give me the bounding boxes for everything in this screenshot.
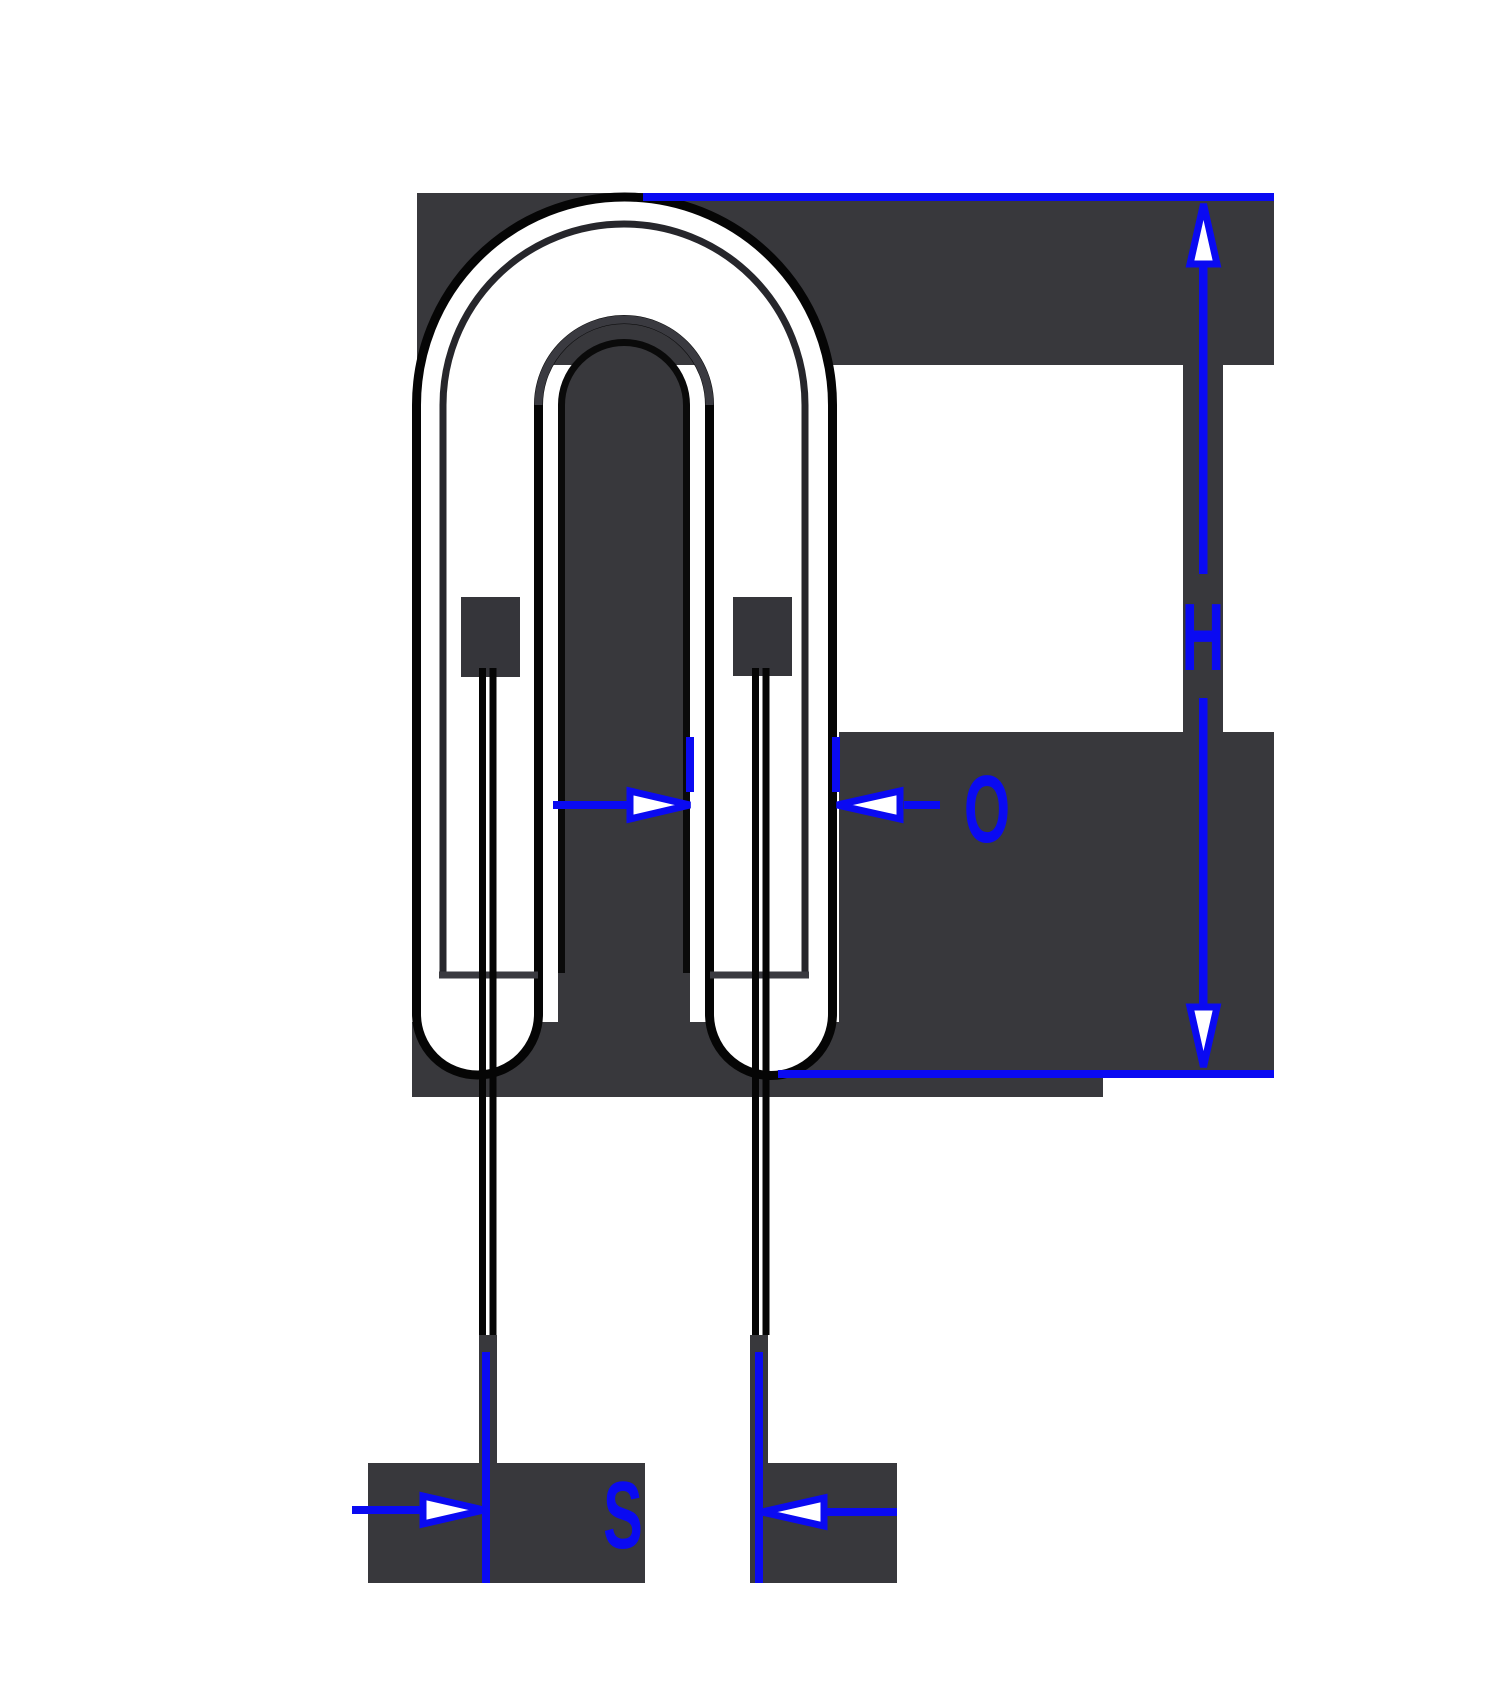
height-line-upper [1199, 262, 1208, 574]
tube-bore-shading [439, 220, 809, 973]
height-extension-top [643, 193, 1274, 201]
spacing-shaft-right [826, 1508, 897, 1516]
arrowhead-down-icon [1185, 1003, 1222, 1068]
tube-outline [412, 192, 837, 1080]
arrowhead-left-icon [836, 786, 904, 824]
dimension-spacing: S [352, 1352, 897, 1583]
tube-inner-bend-shading [534, 315, 714, 406]
electrode-left [461, 597, 520, 677]
arrowhead-right-icon [626, 786, 691, 824]
tube-gap-shadow [558, 344, 690, 1026]
spacing-shaft-left [352, 1506, 422, 1514]
diameter-shaft-right [904, 801, 940, 809]
dimension-diameter: O [553, 737, 1010, 862]
electrode-right [733, 597, 792, 676]
arrowhead-right-icon [419, 1491, 485, 1529]
diameter-tick-right [832, 737, 840, 792]
lead-wire-left-a [479, 668, 486, 1335]
height-line-lower [1199, 698, 1208, 1010]
height-label: H [1182, 583, 1225, 690]
dimension-annotations: H O S [352, 193, 1274, 1583]
height-extension-bottom [778, 1070, 1274, 1078]
spacing-label: S [603, 1461, 643, 1568]
shadow-block-bottom-left [368, 1463, 645, 1583]
diameter-shaft-left [553, 801, 629, 809]
tube-gap-outline [558, 339, 690, 973]
u-tube [412, 192, 837, 1335]
arrowhead-up-icon [1185, 203, 1222, 268]
spacing-tick-right [755, 1352, 763, 1583]
arrowhead-left-icon [761, 1493, 828, 1531]
spacing-tick-left [482, 1352, 490, 1583]
lead-wires [479, 668, 770, 1335]
lead-wire-right-b [762, 668, 770, 1335]
lead-wire-left-b [489, 668, 497, 1335]
diameter-label: O [964, 755, 1010, 862]
lead-wire-right-a [752, 668, 759, 1335]
dimension-height: H [643, 193, 1274, 1078]
diameter-tick-left [686, 737, 694, 792]
